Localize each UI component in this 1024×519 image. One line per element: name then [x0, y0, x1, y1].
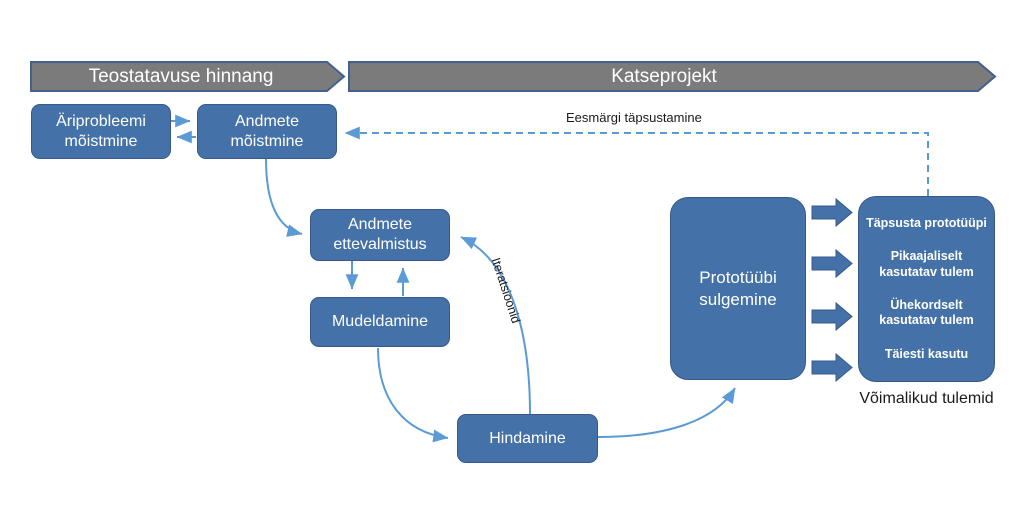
arrow-data-understanding-to-preparation — [265, 158, 303, 237]
node-data-preparation[interactable]: Andmete ettevalmistus — [310, 209, 450, 261]
edge-label-goal-refinement: Eesmärgi täpsustamine — [566, 110, 702, 125]
arrow-evaluation-to-prototype — [597, 387, 736, 438]
node-prototype-closing[interactable]: Prototüübi sulgemine — [670, 197, 806, 380]
node-evaluation-label: Hindamine — [489, 429, 566, 447]
block-arrow-outcome-4 — [811, 352, 853, 383]
node-business-understanding[interactable]: Äriprobleemi mõistmine — [31, 104, 171, 159]
outcome-item-3: Ühekordselt kasutatav tulem — [879, 297, 974, 328]
node-modeling-label: Mudeldamine — [331, 313, 429, 330]
node-evaluation[interactable]: Hindamine — [457, 414, 598, 463]
arrow-feedback-goal-refinement — [344, 126, 929, 196]
outcome-item-4: Täiesti kasutu — [884, 346, 969, 361]
node-modeling[interactable]: Mudeldamine — [310, 297, 450, 347]
node-data-preparation-label: Andmete ettevalmistus — [333, 216, 427, 253]
outcome-item-2: Pikaajaliselt kasutatav tulem — [879, 248, 974, 279]
block-arrow-outcome-2 — [811, 248, 853, 279]
node-data-understanding[interactable]: Andmete mõistmine — [197, 104, 337, 159]
node-business-understanding-label: Äriprobleemi mõistmine — [56, 112, 146, 150]
phase-banner-1-shape — [30, 61, 346, 92]
phase-banner-2-shape — [348, 61, 997, 92]
arrow-modeling-to-evaluation — [377, 347, 449, 443]
block-arrow-outcome-1 — [811, 197, 853, 228]
block-arrow-outcome-3 — [811, 301, 853, 332]
outcome-item-1: Täpsusta prototüüpi — [866, 215, 987, 230]
node-prototype-closing-label: Prototüübi sulgemine — [699, 268, 777, 309]
arrow-evaluation-to-preparation-iteration — [460, 236, 531, 415]
node-data-understanding-label: Andmete mõistmine — [230, 112, 304, 150]
outcomes-caption: Võimalikud tulemid — [859, 390, 994, 407]
outcomes-box[interactable]: Täpsusta prototüüpi Pikaajaliselt kasuta… — [858, 196, 995, 382]
